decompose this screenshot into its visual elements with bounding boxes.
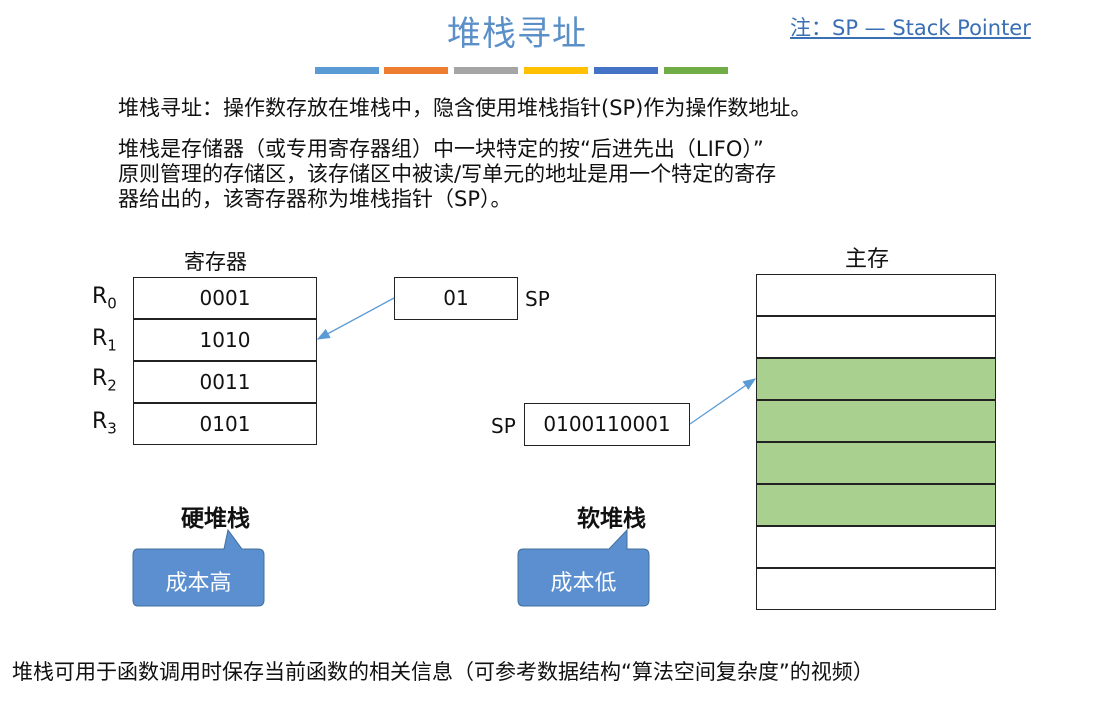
- memory-cell-3: [756, 400, 996, 442]
- memory-cell-5: [756, 484, 996, 526]
- color-bar-4: [524, 67, 588, 74]
- soft-stack-callout: [517, 528, 650, 607]
- bottom-note: 堆栈可用于函数调用时保存当前函数的相关信息（可参考数据结构“算法空间复杂度”的视…: [12, 660, 874, 684]
- stack-description-line-2: 原则管理的存储区，该存储区中被读/写单元的地址是用一个特定的寄存: [118, 162, 777, 186]
- memory-cell-4: [756, 442, 996, 484]
- hard-sp-value: 01: [394, 277, 518, 320]
- soft-stack-callout-text: 成本低: [550, 571, 617, 596]
- register-name-r2: R2: [92, 366, 117, 395]
- memory-cell-6: [756, 526, 996, 568]
- memory-cell-0: [756, 274, 996, 316]
- color-bar-5: [594, 67, 658, 74]
- stack-description: 堆栈是存储器（或专用寄存器组）中一块特定的按“后进先出（LIFO）” 原则管理的…: [118, 137, 958, 212]
- memory-cell-7: [756, 568, 996, 610]
- color-bar-6: [664, 67, 728, 74]
- color-bar-3: [454, 67, 518, 74]
- soft-sp-label: SP: [491, 414, 516, 438]
- soft-stack-label: 软堆栈: [577, 506, 646, 532]
- hard-stack-callout: [132, 528, 265, 607]
- soft-sp-arrow: [689, 378, 757, 425]
- memory-cell-1: [756, 316, 996, 358]
- hard-sp-label: SP: [525, 287, 550, 311]
- memory-cell-2: [756, 358, 996, 400]
- color-bar-1: [315, 67, 379, 74]
- page-title: 堆栈寻址: [447, 14, 587, 54]
- definition-line: 堆栈寻址：操作数存放在堆栈中，隐含使用堆栈指针(SP)作为操作数地址。: [118, 96, 812, 120]
- sp-note: 注：SP — Stack Pointer: [790, 16, 1031, 40]
- hard-stack-label: 硬堆栈: [181, 506, 250, 532]
- registers-title: 寄存器: [184, 250, 247, 274]
- stack-description-line-1: 堆栈是存储器（或专用寄存器组）中一块特定的按“后进先出（LIFO）”: [118, 137, 764, 161]
- stack-description-line-3: 器给出的，该寄存器称为堆栈指针（SP）。: [118, 187, 512, 211]
- memory-title: 主存: [845, 247, 890, 272]
- register-cell-r0: 0001: [133, 277, 317, 319]
- color-bar-2: [384, 67, 448, 74]
- register-cell-r1: 1010: [133, 319, 317, 361]
- register-cell-r2: 0011: [133, 361, 317, 403]
- hard-sp-arrow: [316, 297, 395, 340]
- hard-stack-callout-text: 成本高: [165, 571, 232, 596]
- register-name-r3: R3: [92, 409, 117, 438]
- soft-sp-value: 0100110001: [524, 403, 690, 446]
- register-cell-r3: 0101: [133, 403, 317, 445]
- register-name-r0: R0: [92, 284, 117, 313]
- register-name-r1: R1: [92, 326, 117, 355]
